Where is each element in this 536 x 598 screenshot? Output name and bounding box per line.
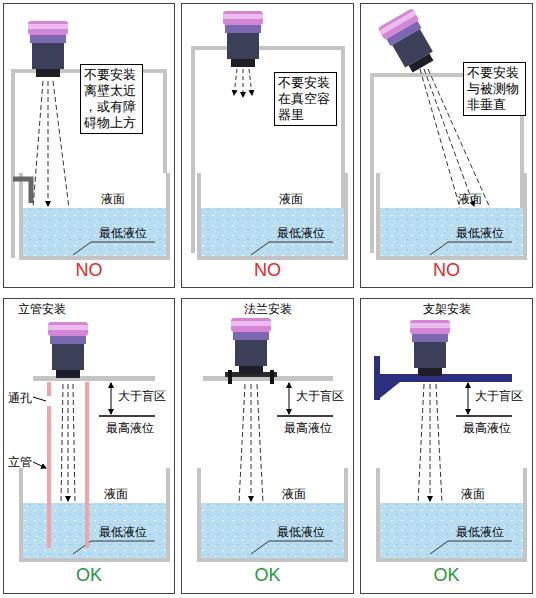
label-text: 大于盲区 bbox=[296, 389, 344, 403]
label-text: 最低液位 bbox=[277, 525, 325, 539]
verdict-mark: NO bbox=[4, 260, 174, 280]
label-text: 通孔 bbox=[8, 391, 32, 405]
label-text: 最低液位 bbox=[99, 226, 147, 240]
label-text: 液面 bbox=[461, 487, 485, 501]
label-text: 大于盲区 bbox=[475, 389, 523, 403]
warning-callout: 不要安装 与被测物 非垂直 bbox=[463, 62, 526, 116]
installation-panel: 液面最低液位 NO 不要安装 与被测物 非垂直 bbox=[360, 3, 533, 288]
verdict-mark: OK bbox=[361, 565, 532, 585]
callout-text: 不要安装 与被测物 非垂直 bbox=[467, 65, 522, 113]
label-text: 支架安装 bbox=[361, 302, 532, 316]
label-text: 立管安装 bbox=[18, 302, 66, 316]
installation-panel: 法兰安装大于盲区最高液位液面最低液位 OK bbox=[181, 298, 354, 594]
label-text: 液面 bbox=[279, 192, 303, 206]
warning-callout: 不要安装 离壁太近 ，或有障 碍物上方 bbox=[80, 64, 143, 134]
label-text: 最低液位 bbox=[99, 525, 147, 539]
label-text: 最低液位 bbox=[456, 226, 504, 240]
verdict-mark: NO bbox=[182, 260, 353, 280]
label-text: 液面 bbox=[458, 192, 482, 206]
label-text: 液面 bbox=[101, 192, 125, 206]
label-text: 液面 bbox=[282, 487, 306, 501]
label-text: 最高液位 bbox=[106, 421, 154, 435]
label-text: 最低液位 bbox=[456, 525, 504, 539]
label-text: 最高液位 bbox=[463, 421, 511, 435]
label-text: 最高液位 bbox=[284, 421, 332, 435]
label-text: 法兰安装 bbox=[182, 302, 353, 316]
verdict-mark: OK bbox=[4, 565, 174, 585]
installation-panel: 液面最低液位 NO 不要安装 离壁太近 ，或有障 碍物上方 bbox=[3, 3, 175, 288]
warning-callout: 不要安装 在真空容 器里 bbox=[274, 72, 337, 126]
label-text: 液面 bbox=[104, 487, 128, 501]
callout-text: 不要安装 离壁太近 ，或有障 碍物上方 bbox=[84, 67, 139, 131]
verdict-mark: OK bbox=[182, 565, 353, 585]
installation-panel: 支架安装大于盲区最高液位液面最低液位 OK bbox=[360, 298, 533, 594]
installation-panel: 立管安装通孔 大于盲区最高液位立管液面最低液位 OK bbox=[3, 298, 175, 594]
verdict-mark: NO bbox=[361, 260, 532, 280]
installation-panel: 液面最低液位 NO 不要安装 在真空容 器里 bbox=[181, 3, 354, 288]
label-text: 最低液位 bbox=[277, 226, 325, 240]
label-text: 立管 bbox=[8, 455, 32, 469]
callout-text: 不要安装 在真空容 器里 bbox=[278, 75, 333, 123]
label-text: 大于盲区 bbox=[118, 389, 166, 403]
